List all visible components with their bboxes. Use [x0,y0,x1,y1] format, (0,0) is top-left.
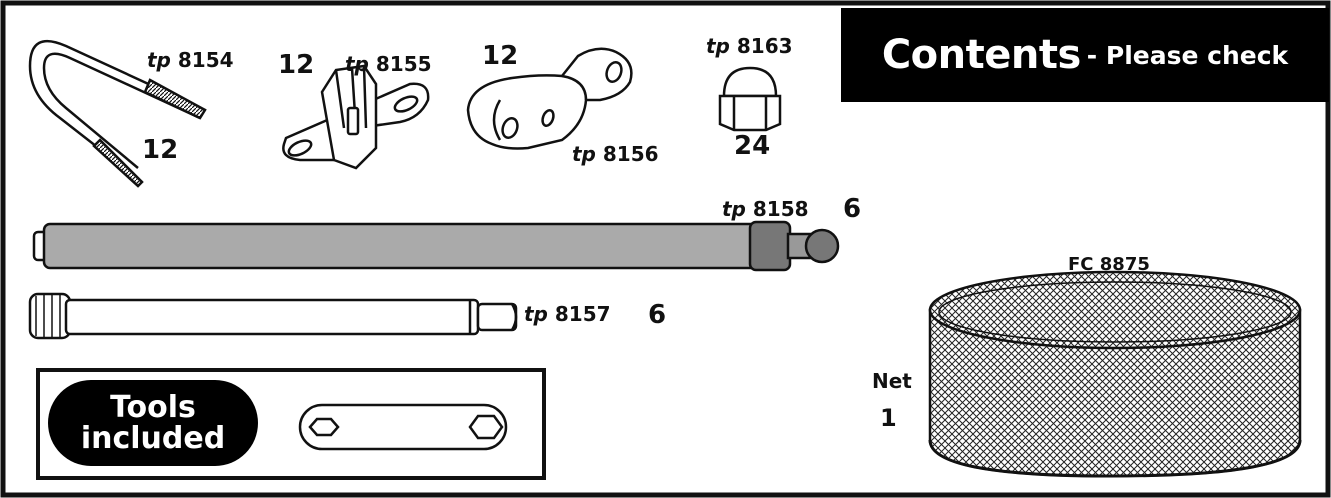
tools-box [36,368,546,480]
strap-bracket-icon [466,47,633,150]
part-8155-label: tp 8155 [345,52,432,76]
part-8156-label: tp 8156 [572,142,659,166]
wrench-icon [298,403,508,451]
tools-included-badge: Tools included [48,380,258,466]
cap-nut-icon [718,66,782,132]
header-subtitle: - Please check [1086,40,1289,70]
net-enclosure-icon [928,270,1302,478]
part-8163-label: tp 8163 [706,34,793,58]
part-8155-qty: 12 [278,50,315,80]
net-qty: 1 [880,404,897,432]
part-8157-qty: 6 [648,300,667,330]
part-8158-qty: 6 [843,194,862,224]
contents-header: Contents - Please check [841,8,1329,102]
part-8154-label: tp 8154 [147,48,234,72]
part-8158-label: tp 8158 [722,197,809,221]
part-8156-qty: 12 [482,41,519,71]
upper-pole-icon [32,220,840,272]
pole-clamp-icon [282,64,430,170]
tools-line1: Tools [110,389,196,425]
header-title: Contents [881,32,1081,78]
part-8163-qty: 24 [734,131,771,161]
part-8157-label: tp 8157 [524,302,611,326]
tools-line2: included [80,421,226,456]
part-8154-qty: 12 [142,135,179,165]
u-bolt-icon [28,40,207,188]
lower-pole-icon [28,292,518,340]
net-code: FC 8875 [1068,254,1150,275]
net-name: Net [872,369,912,393]
